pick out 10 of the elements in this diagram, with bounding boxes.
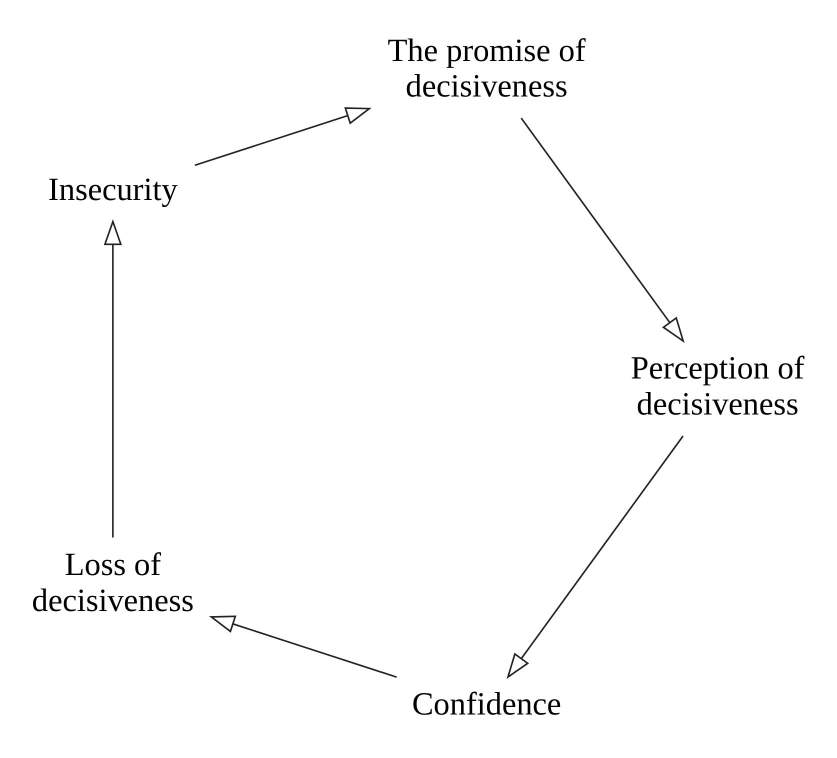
node-text: Insecurity (48, 172, 178, 208)
node-text: Confidence (412, 686, 562, 722)
arrow (208, 615, 397, 678)
arrow (104, 218, 122, 537)
node-text: Perception of decisiveness (630, 350, 804, 422)
arrow (506, 435, 684, 678)
arrow (194, 106, 372, 166)
arrow (520, 117, 685, 342)
node-text: Loss of decisiveness (32, 546, 194, 618)
node-text: The promise of decisiveness (388, 32, 586, 104)
